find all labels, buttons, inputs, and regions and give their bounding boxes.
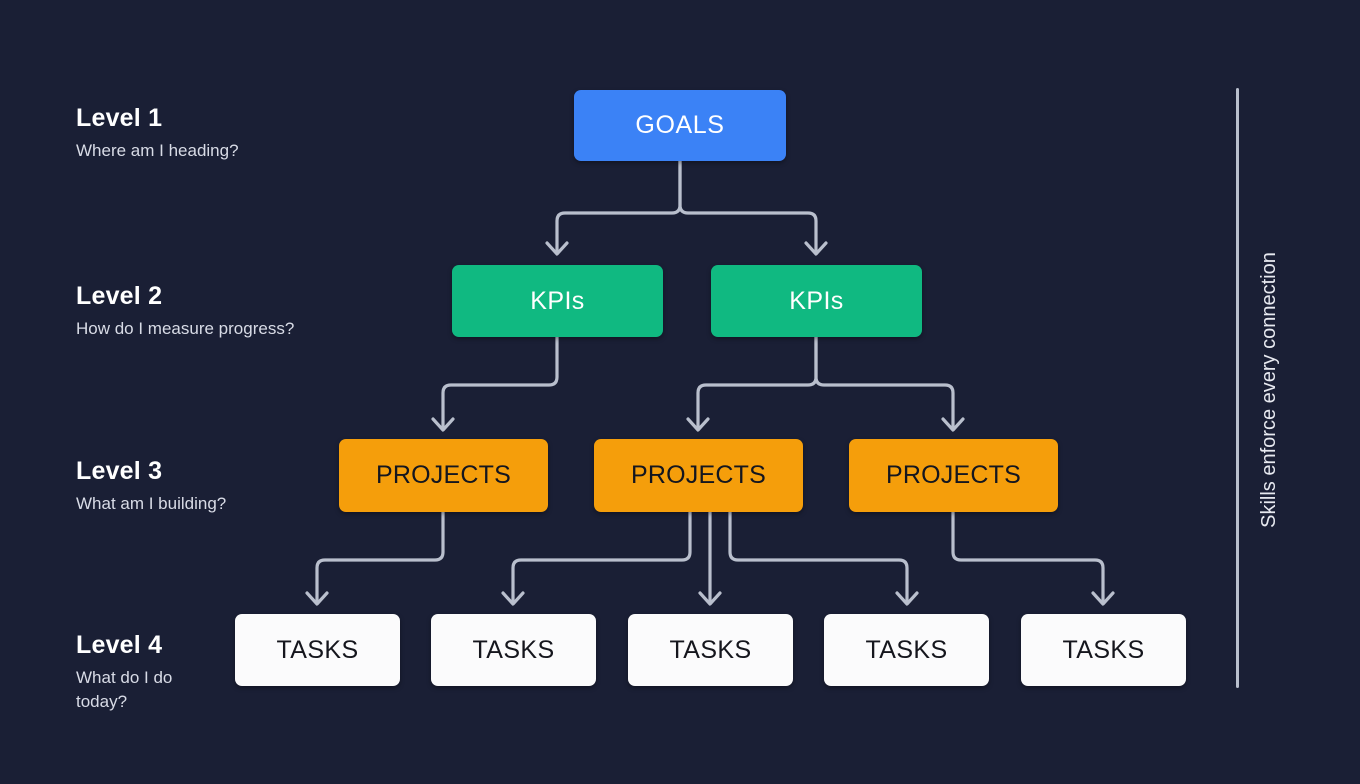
level-label-1: Level 1 Where am I heading? — [76, 104, 239, 163]
level-1-subtitle: Where am I heading? — [76, 140, 239, 160]
level-4-subtitle: What do I do today? — [76, 667, 173, 711]
side-divider-line — [1236, 88, 1239, 688]
node-task-2-label: TASKS — [472, 635, 555, 664]
level-1-title: Level 1 — [76, 104, 163, 132]
node-project-1-label: PROJECTS — [376, 461, 511, 489]
node-task-2[interactable]: TASKS — [431, 614, 596, 686]
node-kpi-2-label: KPIs — [789, 286, 844, 315]
level-label-2: Level 2 How do I measure progress? — [76, 282, 294, 341]
node-project-2-label: PROJECTS — [631, 461, 766, 489]
level-3-title: Level 3 — [76, 457, 163, 485]
node-task-4[interactable]: TASKS — [824, 614, 989, 686]
node-task-3-label: TASKS — [669, 635, 752, 664]
node-task-5[interactable]: TASKS — [1021, 614, 1186, 686]
level-label-4: Level 4 What do I do today? — [76, 631, 226, 714]
node-goals[interactable]: GOALS — [574, 90, 786, 161]
node-project-3-label: PROJECTS — [886, 461, 1021, 489]
node-kpi-1[interactable]: KPIs — [452, 265, 663, 337]
level-label-3: Level 3 What am I building? — [76, 457, 226, 516]
node-goals-label: GOALS — [635, 111, 725, 139]
node-project-3[interactable]: PROJECTS — [849, 439, 1058, 512]
level-4-title: Level 4 — [76, 631, 163, 659]
node-task-4-label: TASKS — [865, 635, 948, 664]
level-3-subtitle: What am I building? — [76, 493, 227, 513]
node-task-1-label: TASKS — [276, 635, 359, 664]
node-task-5-label: TASKS — [1062, 635, 1145, 664]
level-2-subtitle: How do I measure progress? — [76, 318, 295, 338]
node-project-2[interactable]: PROJECTS — [594, 439, 803, 512]
node-kpi-2[interactable]: KPIs — [711, 265, 922, 337]
level-2-title: Level 2 — [76, 282, 163, 310]
node-project-1[interactable]: PROJECTS — [339, 439, 548, 512]
node-task-1[interactable]: TASKS — [235, 614, 400, 686]
node-kpi-1-label: KPIs — [530, 286, 585, 315]
node-task-3[interactable]: TASKS — [628, 614, 793, 686]
side-note: Skills enforce every connection — [1258, 0, 1281, 528]
side-note-label: Skills enforce every connection — [1258, 252, 1280, 528]
